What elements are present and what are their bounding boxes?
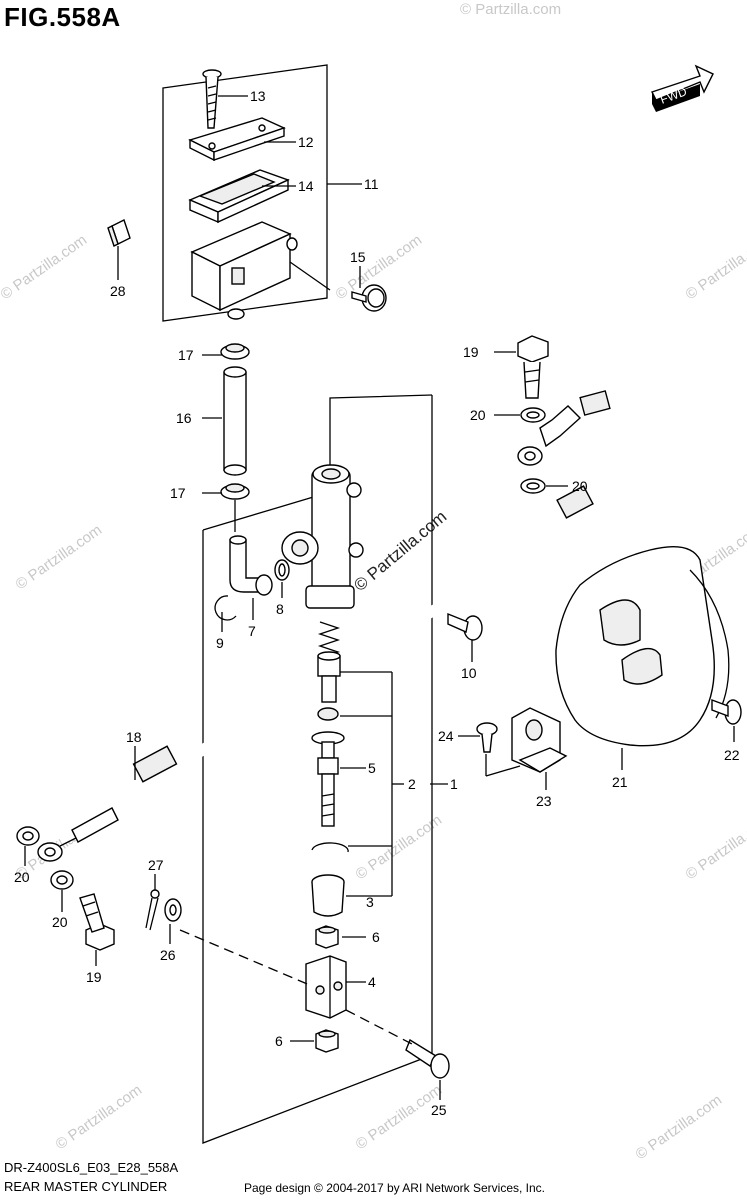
callout-20-d: 20 [52, 914, 68, 930]
callout-22: 22 [724, 747, 740, 763]
callout-17-upper: 17 [178, 347, 194, 363]
washer-26-icon [164, 898, 182, 922]
washer-20-icon [50, 870, 74, 890]
callout-3: 3 [366, 894, 374, 910]
callout-13: 13 [250, 88, 266, 104]
leader-lines [24, 95, 735, 1100]
figure-caption: REAR MASTER CYLINDER [4, 1179, 168, 1194]
watermark-text: © Partzilla.com [633, 1091, 726, 1163]
hose-fitting-upper-icon [517, 405, 582, 466]
hose-fitting-lower-icon [37, 807, 119, 862]
snap-ring-icon [311, 842, 349, 853]
callout-15: 15 [350, 249, 366, 265]
push-rod-5-icon [311, 731, 345, 827]
brake-hose-18-icon [57, 383, 656, 845]
callout-21: 21 [612, 774, 628, 790]
nut-6-lower-icon [315, 1029, 339, 1053]
callout-23: 23 [536, 793, 552, 809]
bracket-23-icon [511, 707, 568, 773]
seal-icon [317, 707, 339, 721]
washer-20-icon [16, 826, 40, 846]
pin-25-icon [405, 1038, 450, 1079]
callout-24: 24 [438, 728, 454, 744]
cotter-pin-27-icon [145, 889, 160, 931]
boot-3-icon [311, 874, 345, 917]
reservoir-box-outline [162, 64, 328, 322]
callout-5: 5 [368, 760, 376, 776]
callout-1: 1 [450, 776, 458, 792]
watermark-text: © Partzilla.com [0, 231, 90, 303]
bolt-24-icon [476, 722, 498, 753]
hose-clamp-17-upper-icon [220, 343, 250, 360]
watermark-text: © Partzilla.com [53, 1081, 146, 1153]
figure-title: FIG.558A [4, 2, 121, 32]
master-cylinder-box-outline [202, 395, 433, 1144]
clevis-4-icon [305, 955, 347, 1019]
elbow-fitting-7-icon [229, 535, 273, 596]
circlip-9-icon [214, 595, 237, 621]
reservoir-cap-12-icon [188, 117, 286, 162]
o-ring-8-icon [274, 559, 290, 581]
callout-20-c: 20 [14, 869, 30, 885]
watermark-text: © Partzilla.com [13, 521, 106, 593]
callout-27: 27 [148, 857, 164, 873]
callout-8: 8 [276, 601, 284, 617]
screw-13-icon [202, 69, 222, 129]
watermark-text: © Partzilla.com [460, 1, 561, 18]
guard-21-icon [555, 546, 730, 747]
callout-19-upper: 19 [463, 344, 479, 360]
callout-9: 9 [216, 635, 224, 651]
callout-2: 2 [408, 776, 416, 792]
callout-labels: 13 12 14 11 28 15 17 16 17 19 20 20 10 7… [14, 88, 740, 1118]
banjo-bolt-19-lower-icon [79, 893, 115, 951]
clip-28-icon [107, 219, 131, 247]
hose-16-icon [223, 366, 247, 476]
callout-6-lower: 6 [275, 1033, 283, 1049]
callout-20-b: 20 [572, 478, 588, 494]
master-cylinder-body-icon [281, 464, 364, 609]
callout-14: 14 [298, 178, 314, 194]
watermark-text: © Partzilla.com [683, 811, 747, 883]
callout-7: 7 [248, 623, 256, 639]
nut-6-upper-icon [315, 925, 339, 949]
callout-18: 18 [126, 729, 142, 745]
watermark-dark-text: © Partzilla.com [350, 507, 450, 595]
model-code: DR-Z400SL6_E03_E28_558A [4, 1160, 179, 1175]
washer-20-icon [520, 407, 546, 423]
callout-11: 11 [364, 176, 379, 192]
callout-19-lower: 19 [86, 969, 102, 985]
bolt-15-icon [351, 284, 387, 312]
fwd-arrow-icon: FWD [651, 64, 714, 112]
callout-16: 16 [176, 410, 192, 426]
bolt-10-icon [447, 612, 483, 641]
washer-20-icon [520, 478, 546, 494]
callout-20-a: 20 [470, 407, 486, 423]
bolt-22-icon [711, 698, 742, 725]
spring-icon [317, 621, 341, 659]
copyright-notice: Page design © 2004-2017 by ARI Network S… [244, 1181, 546, 1195]
watermark-text: © Partzilla.com [353, 811, 446, 883]
callout-12: 12 [298, 134, 314, 150]
piston-icon [317, 651, 341, 703]
watermark-text: © Partzilla.com [683, 231, 747, 303]
callout-25: 25 [431, 1102, 447, 1118]
diaphragm-14-icon [188, 169, 290, 224]
callout-6-upper: 6 [372, 929, 380, 945]
hose-clamp-17-lower-icon [220, 483, 250, 500]
callout-4: 4 [368, 974, 376, 990]
banjo-bolt-19-upper-icon [517, 335, 549, 399]
callout-10: 10 [461, 665, 477, 681]
callout-28: 28 [110, 283, 126, 299]
callout-17-lower: 17 [170, 485, 186, 501]
reservoir-body-icon [190, 221, 298, 320]
callout-26: 26 [160, 947, 176, 963]
